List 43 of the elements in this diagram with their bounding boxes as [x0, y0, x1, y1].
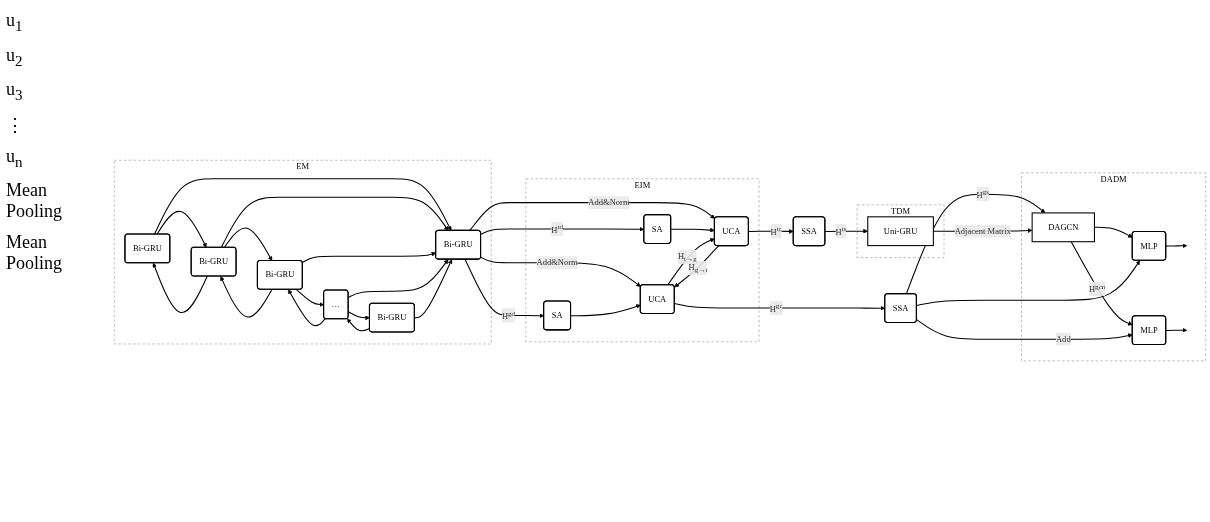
edge-label: H$^{gd}$ [501, 309, 516, 322]
edge-label: H$^{td}$ [551, 223, 563, 235]
text-label: u$_{3}$ [6, 79, 23, 104]
text-label: ⋮ [6, 113, 24, 136]
edge-label: Adjacent Matrix [954, 226, 1011, 236]
arrow [1070, 241, 1133, 327]
arrow [152, 263, 208, 314]
edge-label: H$^{gs}$ [976, 188, 990, 200]
arrow [916, 319, 1133, 341]
text-label: Mean Pooling [6, 232, 63, 275]
node-box: DAGCN [1031, 212, 1095, 243]
edge-label: Add&Norm [536, 258, 578, 268]
arrow [670, 228, 715, 233]
text-label: u$_{1}$ [6, 10, 23, 35]
arrow [916, 260, 1140, 307]
arrow [223, 227, 273, 262]
arrow [220, 276, 273, 318]
arrow [153, 178, 452, 236]
arrow [667, 238, 715, 286]
arrow [414, 259, 453, 319]
arrow [570, 304, 641, 317]
arrow [156, 211, 207, 249]
text-label: u$_{n}$ [6, 145, 23, 171]
arrow [905, 194, 1046, 295]
edge-label: H$^{ts}$ [835, 225, 847, 237]
arrow [1165, 328, 1188, 333]
arrow [1165, 243, 1188, 249]
arrow [748, 229, 794, 235]
edge-label: H$^{tc}$ [770, 225, 782, 237]
edge-label: H$_{g→t}$ [688, 262, 708, 275]
arrow [824, 229, 868, 234]
node-box: Uni-GRU [867, 216, 934, 247]
edge-label: Add [1055, 334, 1071, 344]
arrow [288, 289, 326, 327]
edge-label: Add&Norm [588, 198, 630, 208]
edge-label: H$_{t→g}$ [677, 251, 697, 264]
edge-label: H$^{gc}$ [769, 302, 783, 314]
text-label: Mean Pooling [6, 180, 63, 223]
arrow [674, 245, 720, 288]
arrow [220, 197, 449, 249]
arrow [347, 318, 371, 332]
edge-label: H$^{gcn}$ [1088, 282, 1106, 295]
text-label: u$_{2}$ [6, 44, 23, 70]
